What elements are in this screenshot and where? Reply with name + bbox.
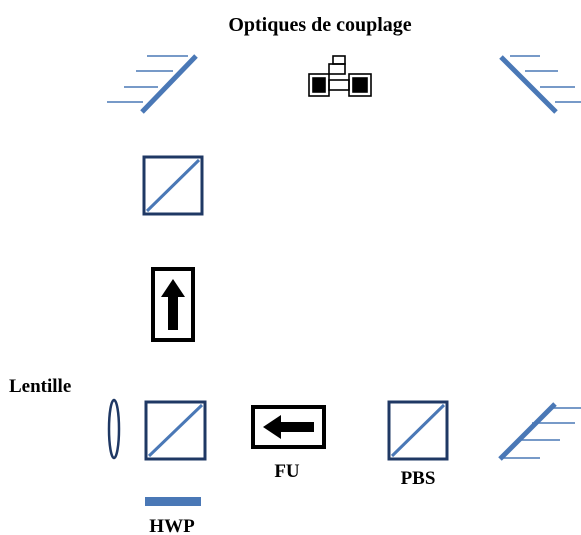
half-wave-plate-icon bbox=[145, 497, 201, 506]
mirror-bottom-right bbox=[498, 402, 581, 461]
mirror-top-left bbox=[107, 54, 198, 114]
beam-splitter-upper bbox=[142, 155, 204, 216]
isolator-fu bbox=[251, 405, 326, 449]
fu-label: FU bbox=[274, 461, 300, 482]
coupling-optics-icon bbox=[308, 55, 372, 97]
pbs-icon bbox=[387, 400, 449, 461]
mirror-top-right bbox=[499, 55, 581, 114]
isolator-vertical bbox=[151, 267, 195, 342]
lens-icon bbox=[107, 398, 121, 460]
beam-splitter-lower-left bbox=[144, 400, 207, 461]
diagram-title: Optiques de couplage bbox=[228, 14, 411, 36]
lens-label: Lentille bbox=[9, 376, 71, 397]
hwp-label: HWP bbox=[149, 516, 195, 535]
pbs-label: PBS bbox=[401, 468, 436, 489]
